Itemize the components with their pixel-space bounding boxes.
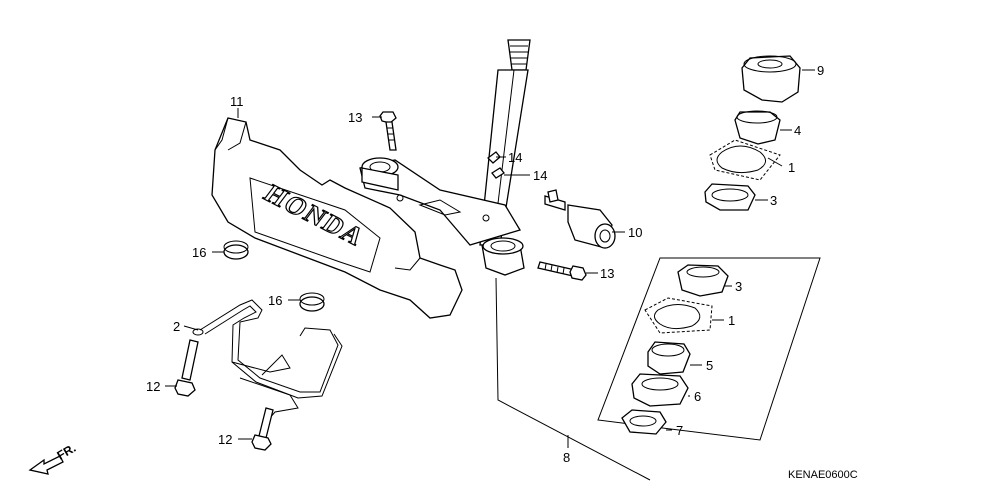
ignition-switch xyxy=(544,189,616,249)
callout-16-right: 16 xyxy=(268,293,282,308)
callout-6: 6 xyxy=(694,389,701,404)
lower-bearing-group xyxy=(597,257,821,441)
callout-2: 2 xyxy=(173,319,180,334)
callout-labels: 9 4 1 3 10 13 13 14 14 11 16 16 2 12 12 … xyxy=(146,63,824,465)
callout-12-upper: 12 xyxy=(146,379,160,394)
callout-11: 11 xyxy=(230,94,244,109)
callout-4: 4 xyxy=(794,123,801,138)
callout-8: 8 xyxy=(563,450,570,465)
upper-bearing-group xyxy=(704,55,801,211)
front-direction-indicator: FR. xyxy=(28,441,78,475)
callout-12-lower: 12 xyxy=(218,432,232,447)
callout-13-lower: 13 xyxy=(600,266,614,281)
grommet-16-b xyxy=(299,292,325,312)
callout-9: 9 xyxy=(817,63,824,78)
callout-10: 10 xyxy=(628,225,642,240)
callout-16-left: 16 xyxy=(192,245,206,260)
drawing-code: KENAE0600C xyxy=(788,469,858,481)
bolt-13-lower xyxy=(537,261,587,281)
direction-arrow-icon xyxy=(28,455,64,475)
callout-5: 5 xyxy=(706,358,713,373)
callout-14-lower: 14 xyxy=(533,168,547,183)
callout-13-upper: 13 xyxy=(348,110,362,125)
leader-lines xyxy=(165,69,815,481)
bolt-13-upper xyxy=(379,111,397,151)
callout-3-upper: 3 xyxy=(770,193,777,208)
callout-7: 7 xyxy=(676,423,683,438)
brake-pipe xyxy=(192,299,343,421)
callout-14-upper: 14 xyxy=(508,150,522,165)
lower-bracket xyxy=(359,157,521,246)
bolt-12-b xyxy=(251,407,274,451)
callout-1-lower: 1 xyxy=(728,313,735,328)
callout-1-upper: 1 xyxy=(788,160,795,175)
callout-3-lower: 3 xyxy=(735,279,742,294)
fork-cover: HONDA xyxy=(211,117,463,319)
bolt-12-a xyxy=(174,339,199,397)
grommet-16-a xyxy=(223,240,249,260)
